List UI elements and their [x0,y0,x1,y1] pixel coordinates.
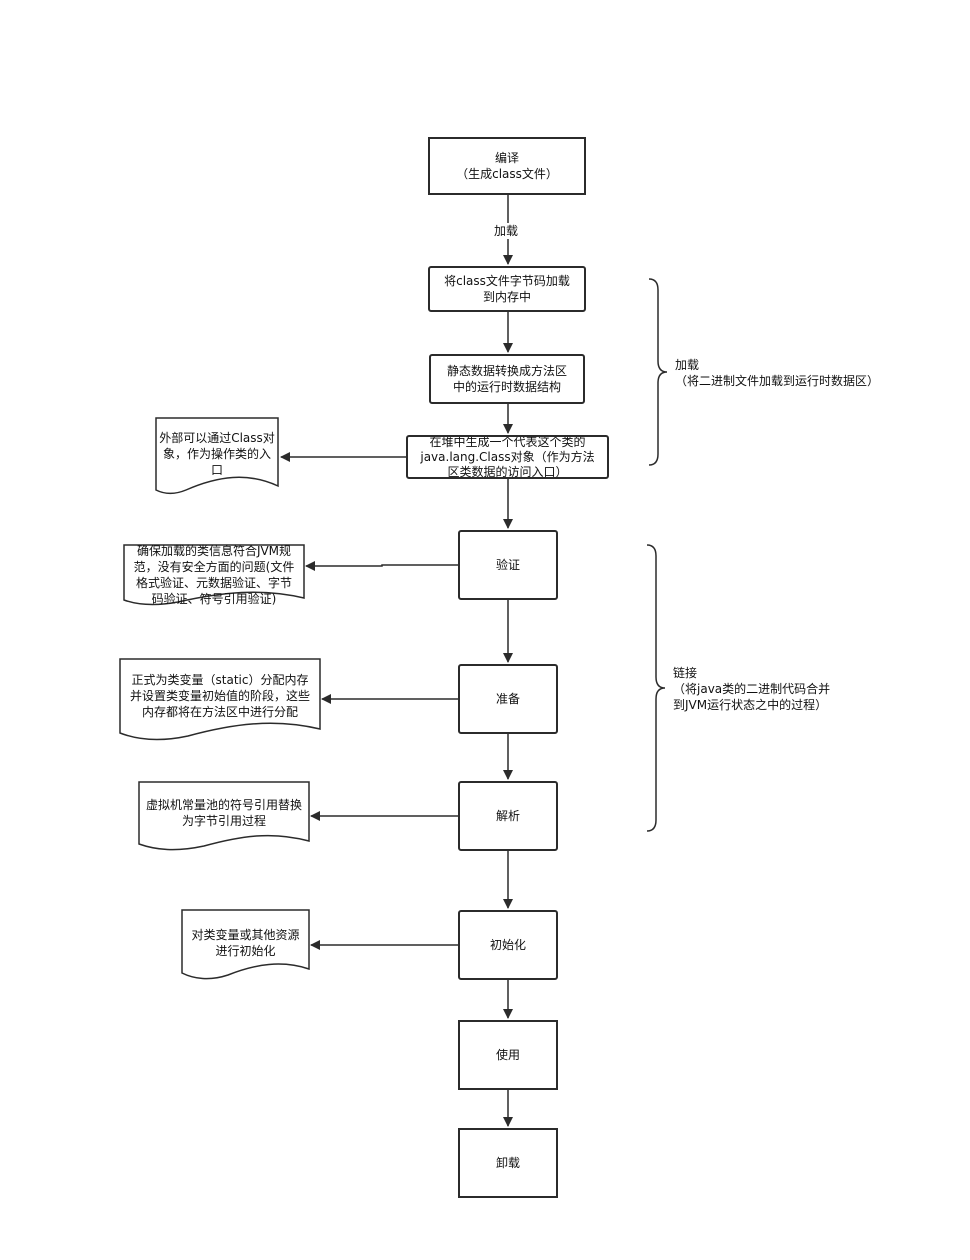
linking-brace [646,544,666,832]
node-unload[interactable]: 卸载 [458,1128,558,1198]
note-verify-shape [123,544,305,606]
note-class-access-shape [155,417,279,495]
node-use[interactable]: 使用 [458,1020,558,1090]
node-verify-label: 验证 [495,558,520,572]
note-class-access[interactable]: 外部可以通过Class对 象，作为操作类的入 口 [156,428,278,482]
node-use-label: 使用 [495,1048,520,1062]
loading-brace [648,278,668,466]
node-prepare[interactable]: 准备 [458,664,558,734]
note-verify[interactable]: 确保加载的类信息符合JVM规 范，没有安全方面的问题(文件 格式验证、元数据验证… [124,541,304,607]
note-prepare-shape [119,658,321,741]
note-class-access-label: 外部可以通过Class对 象，作为操作类的入 口 [159,431,275,477]
node-load-to-memory-label: 将class文件字节码加载 到内存中 [444,274,570,304]
note-initialize-label: 对类变量或其他资源 进行初始化 [191,928,300,958]
node-resolve[interactable]: 解析 [458,781,558,851]
node-prepare-label: 准备 [495,692,520,706]
node-compile-label: 编译 （生成class文件） [456,151,558,181]
node-load-to-memory[interactable]: 将class文件字节码加载 到内存中 [428,266,586,312]
node-static-to-runtime[interactable]: 静态数据转换成方法区 中的运行时数据结构 [429,354,585,404]
note-resolve-shape [138,781,310,851]
note-resolve-label: 虚拟机常量池的符号引用替换 为字节引用过程 [145,798,302,828]
node-generate-class-object-label: 在堆中生成一个代表这个类的 java.lang.Class对象（作为方法 区类数… [420,435,595,479]
node-initialize[interactable]: 初始化 [458,910,558,980]
arrow-verify-to-note [305,561,458,571]
note-prepare[interactable]: 正式为类变量（static）分配内存 并设置类变量初始值的阶段，这些 内存都将在… [120,670,320,724]
node-resolve-label: 解析 [495,809,520,823]
note-initialize[interactable]: 对类变量或其他资源 进行初始化 [182,925,309,963]
node-unload-label: 卸载 [495,1156,520,1170]
group-linking-label: 链接 （将java类的二进制代码合并 到JVM运行状态之中的过程） [673,666,831,712]
node-static-to-runtime-label: 静态数据转换成方法区 中的运行时数据结构 [446,364,567,394]
edge-label-load: 加载 [494,223,519,239]
note-initialize-shape [181,909,310,980]
node-initialize-label: 初始化 [489,938,526,952]
node-compile[interactable]: 编译 （生成class文件） [428,137,586,195]
note-resolve[interactable]: 虚拟机常量池的符号引用替换 为字节引用过程 [139,795,309,833]
node-verify[interactable]: 验证 [458,530,558,600]
note-verify-label: 确保加载的类信息符合JVM规 范，没有安全方面的问题(文件 格式验证、元数据验证… [133,544,295,606]
note-prepare-label: 正式为类变量（static）分配内存 并设置类变量初始值的阶段，这些 内存都将在… [129,673,310,719]
group-loading-label: 加载 （将二进制文件加载到运行时数据区） [675,358,880,388]
node-generate-class-object[interactable]: 在堆中生成一个代表这个类的 java.lang.Class对象（作为方法 区类数… [406,435,609,479]
